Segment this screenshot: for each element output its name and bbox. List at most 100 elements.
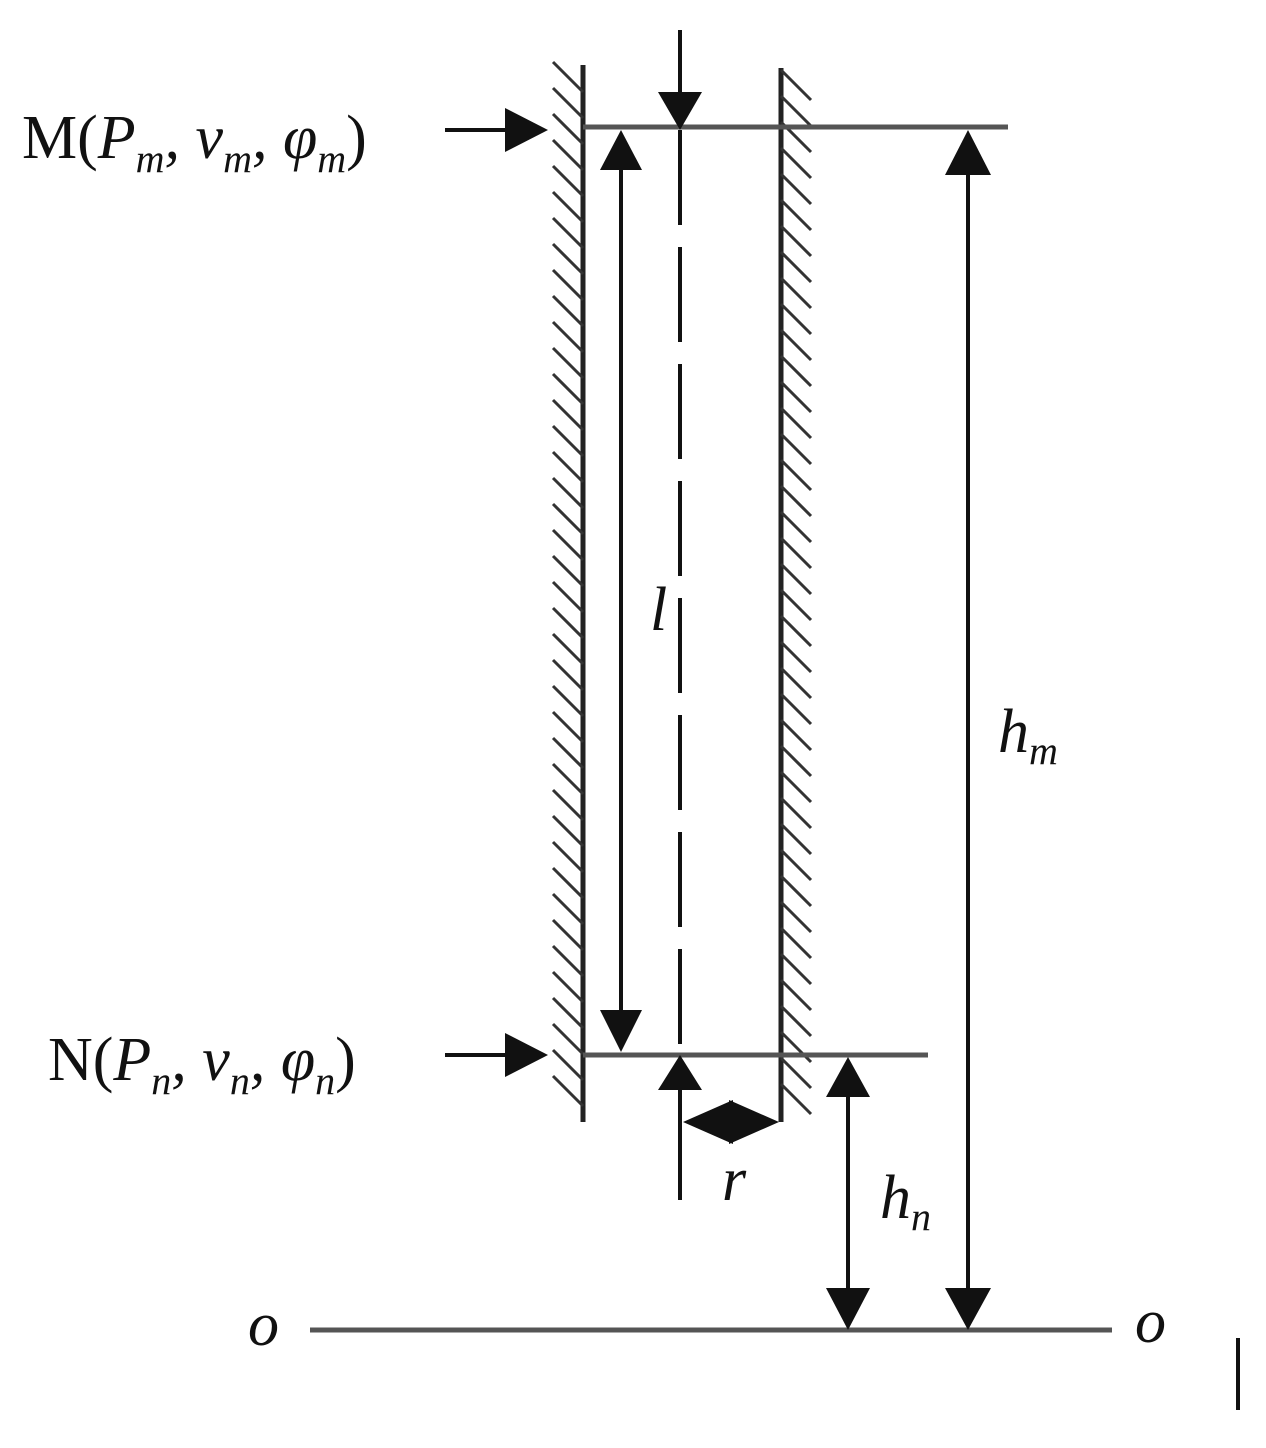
hatch-stroke [779,1082,813,1116]
hatch-stroke [551,294,585,328]
datum-label-right: o [1135,1288,1166,1356]
section-m-label: M(Pm, vm, φm) [22,104,367,181]
hatch-stroke [779,744,813,778]
hatch-stroke [551,892,585,926]
hatch-stroke [551,658,585,692]
hatch-stroke [551,918,585,952]
hatch-stroke [779,640,813,674]
hatch-stroke [779,666,813,700]
hatch-stroke [551,138,585,172]
centerline-bottom-arrow [658,1055,702,1090]
hatch-stroke [779,1056,813,1090]
hatch-stroke [551,814,585,848]
length-arrow-top [600,130,642,170]
length-arrow-bottom [600,1010,642,1052]
radius-arrow-left [683,1100,733,1144]
hatch-stroke [779,328,813,362]
hm-arrow-bottom [945,1288,991,1330]
hatch-stroke [779,380,813,414]
hatch-stroke [551,216,585,250]
hatch-stroke [779,1004,813,1038]
hatch-stroke [779,796,813,830]
left-wall-hatching [551,60,585,1108]
hatch-stroke [779,926,813,960]
hatch-stroke [779,198,813,232]
hatch-stroke [779,614,813,648]
hatch-stroke [779,458,813,492]
hatch-stroke [551,528,585,562]
hatch-stroke [551,944,585,978]
hatch-stroke [779,952,813,986]
hatch-stroke [551,736,585,770]
hatch-stroke [551,242,585,276]
hatch-stroke [551,1074,585,1108]
length-label: l [650,576,667,644]
hatch-stroke [551,606,585,640]
hatch-stroke [551,476,585,510]
hatch-stroke [779,302,813,336]
hatch-stroke [779,354,813,388]
hatch-stroke [551,632,585,666]
hatch-stroke [779,978,813,1012]
hn-arrow-top [826,1057,870,1097]
hatch-stroke [779,172,813,206]
hatch-stroke [779,900,813,934]
hatch-stroke [779,536,813,570]
hatch-stroke [551,86,585,120]
hatch-stroke [551,1022,585,1056]
radius-arrow-right [729,1100,779,1144]
hatch-stroke [779,484,813,518]
hatch-stroke [551,710,585,744]
hatch-stroke [551,502,585,536]
hatch-stroke [551,112,585,146]
hatch-stroke [779,510,813,544]
hatch-stroke [551,424,585,458]
hatch-stroke [551,762,585,796]
hn-arrow-bottom [826,1288,870,1330]
hatch-stroke [551,580,585,614]
hatch-stroke [779,406,813,440]
hatch-stroke [779,770,813,804]
section-n-label: N(Pn, vn, φn) [48,1026,356,1103]
hatch-stroke [551,1048,585,1082]
hm-arrow-top [945,130,991,175]
hatch-stroke [551,398,585,432]
inflow-n-arrow [505,1033,548,1077]
hatch-stroke [551,164,585,198]
hatch-stroke [779,224,813,258]
hatch-stroke [551,268,585,302]
inflow-m-arrow [505,108,548,152]
hatch-stroke [551,60,585,94]
hatch-stroke [779,250,813,284]
centerline-top-arrow [658,92,702,130]
hatch-stroke [779,146,813,180]
hatch-stroke [551,840,585,874]
hatch-stroke [779,848,813,882]
hatch-stroke [551,970,585,1004]
hatch-stroke [551,996,585,1030]
hatch-stroke [779,718,813,752]
right-wall-hatching [779,68,813,1116]
hatch-stroke [551,190,585,224]
hatch-stroke [551,372,585,406]
hatch-stroke [551,684,585,718]
hatch-stroke [779,588,813,622]
hatch-stroke [551,346,585,380]
hatch-stroke [779,822,813,856]
hatch-stroke [779,562,813,596]
hatch-stroke [551,320,585,354]
radius-label: r [722,1146,747,1214]
hatch-stroke [779,68,813,102]
hatch-stroke [779,276,813,310]
hatch-stroke [551,866,585,900]
hatch-stroke [551,554,585,588]
hm-label: hm [998,698,1058,773]
hatch-stroke [779,432,813,466]
datum-label-left: o [248,1291,279,1359]
hatch-stroke [779,874,813,908]
hatch-stroke [551,788,585,822]
hatch-stroke [779,94,813,128]
hatch-stroke [779,692,813,726]
hn-label: hn [880,1164,931,1239]
